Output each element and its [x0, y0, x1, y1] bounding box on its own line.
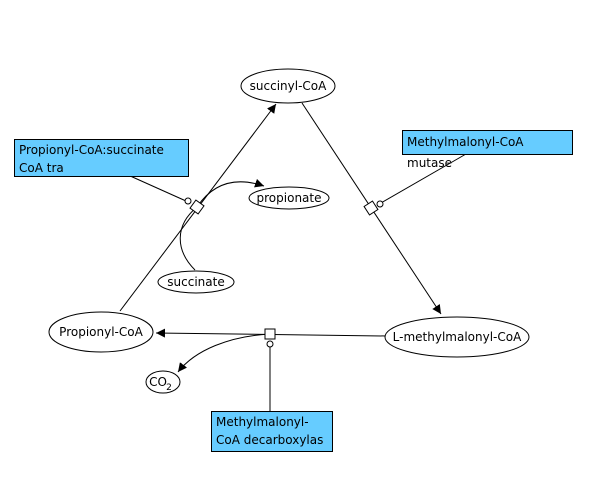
modifier-transferase: [127, 174, 187, 202]
label-propionyl-coa: Propionyl-CoA: [59, 325, 143, 339]
metabolite-succinyl-coa[interactable]: succinyl-CoA: [240, 68, 336, 104]
metabolite-succinate[interactable]: succinate: [157, 270, 235, 294]
label-l-methylmalonyl-coa: L-methylmalonyl-CoA: [393, 330, 522, 344]
modifier-mutase: [380, 153, 467, 204]
metabolite-l-methylmalonyl-coa[interactable]: L-methylmalonyl-CoA: [384, 316, 530, 358]
process-node-decarboxylase: [264, 328, 276, 340]
enzyme-decarboxylase[interactable]: Methylmalonyl- CoA decarboxylas: [211, 411, 333, 452]
enzyme-mutase[interactable]: Methylmalonyl-CoA mutase: [402, 130, 573, 170]
process-node-transferase: [189, 199, 205, 215]
catalysis-dot-decarboxylase: [266, 340, 274, 348]
edge-succinate-in: [179, 206, 198, 271]
label-succinyl-coa: succinyl-CoA: [250, 79, 327, 93]
edge-co2-out: [177, 333, 271, 373]
label-co2-subscript: 2: [166, 383, 172, 393]
enzyme-transferase[interactable]: Propionyl-CoA:succinate CoA tra: [14, 139, 189, 177]
process-node-mutase: [363, 200, 379, 216]
label-propionate: propionate: [257, 191, 322, 205]
catalysis-dot-transferase: [184, 197, 192, 205]
metabolite-co2[interactable]: CO 2: [145, 370, 181, 394]
metabolite-propionyl-coa[interactable]: Propionyl-CoA: [48, 311, 154, 353]
edge-propionate-out: [196, 178, 265, 208]
catalysis-dot-mutase: [376, 200, 384, 208]
label-succinate: succinate: [167, 275, 224, 289]
metabolite-propionate[interactable]: propionate: [248, 186, 330, 210]
label-co2: CO: [149, 375, 167, 389]
